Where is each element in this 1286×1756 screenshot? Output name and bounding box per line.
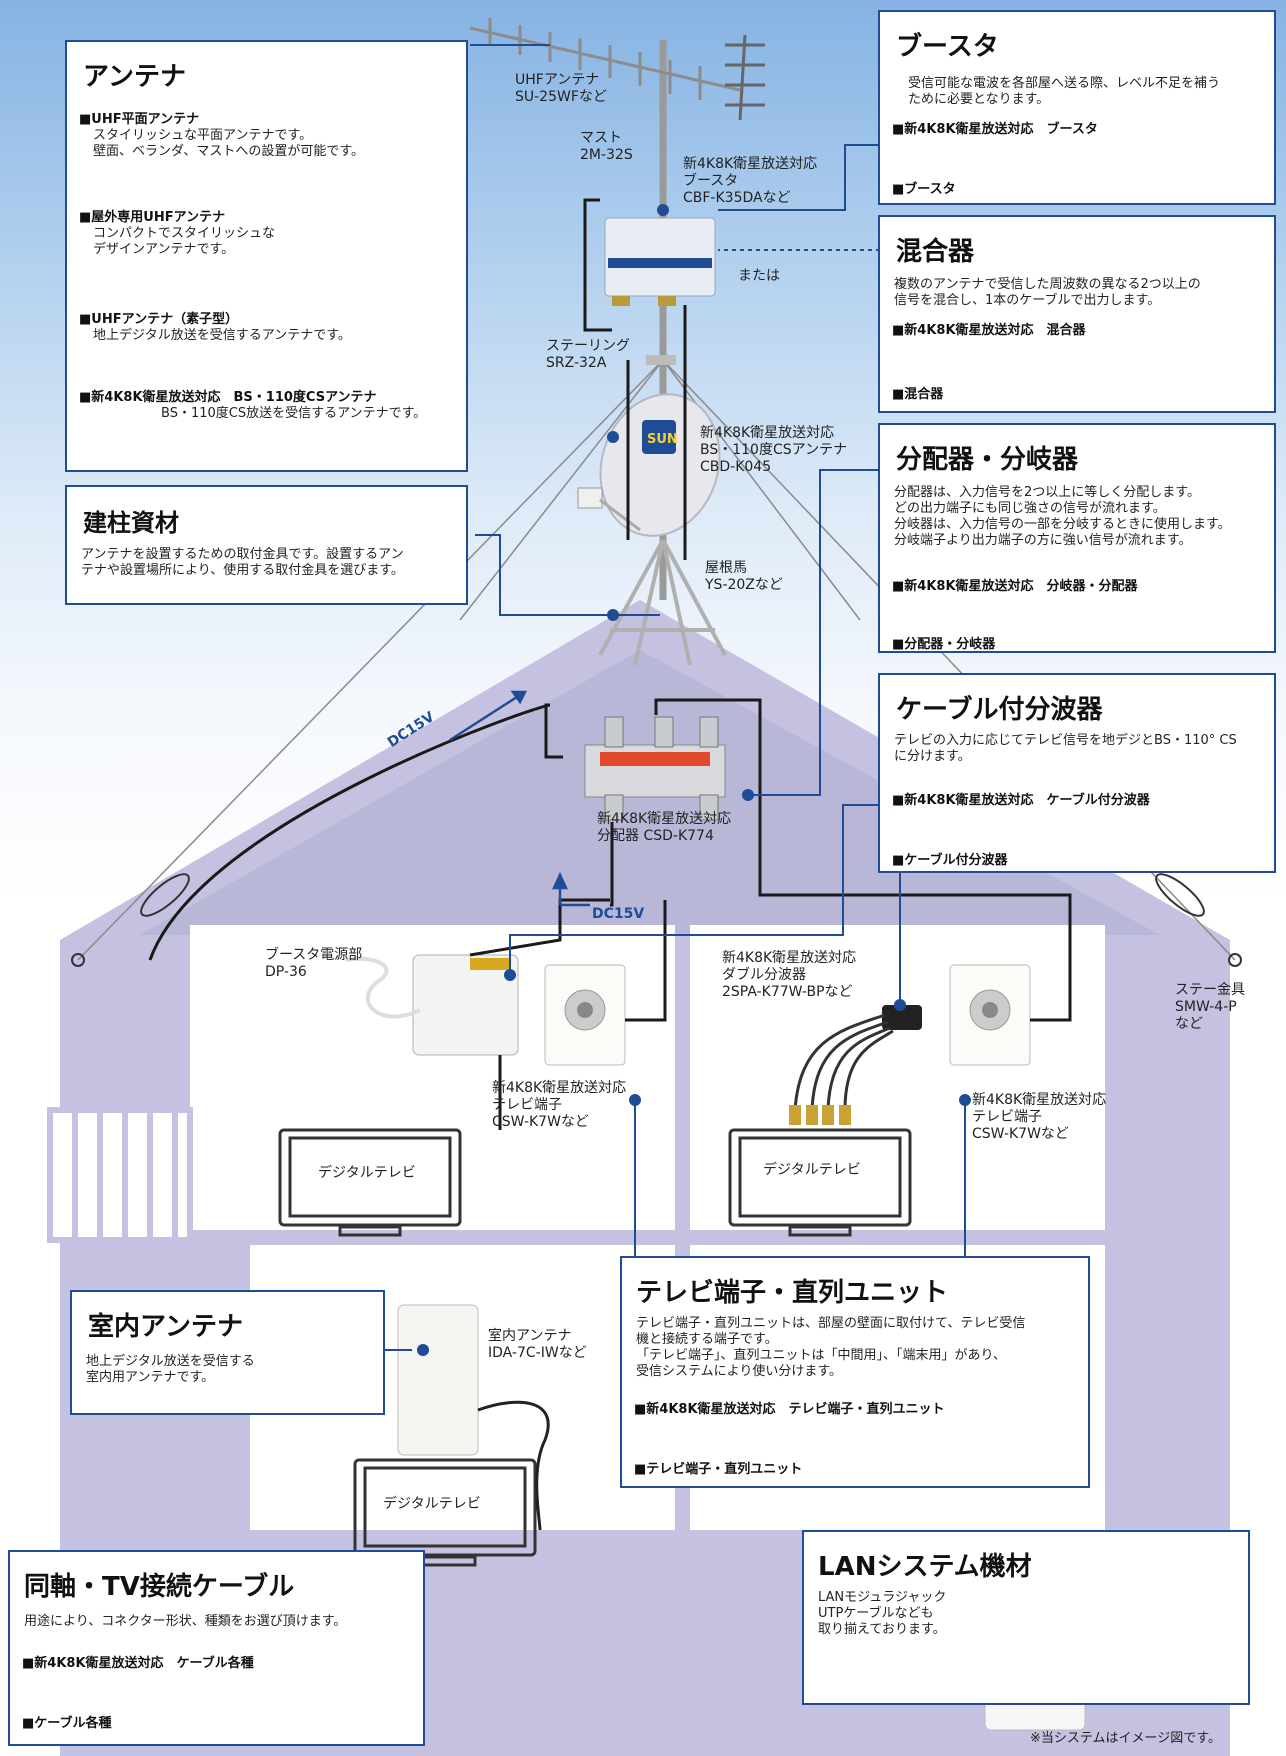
link-mixer[interactable]: ■混合器 [892, 387, 944, 402]
label-or: または [738, 268, 780, 284]
link-terminal-4k8k[interactable]: ■新4K8K衛星放送対応 テレビ端子・直列ユニット [634, 1402, 945, 1417]
label-mast: マスト 2M-32S [580, 130, 633, 163]
uhf-yagi-antenna-icon [469, 18, 741, 100]
lan-title: LANシステム機材 [818, 1552, 1032, 1582]
tv-terminal-right-icon [949, 964, 1031, 1066]
label-indoor-antenna-unit: 室内アンテナ IDA-7C-IWなど [488, 1328, 587, 1361]
link-distributor-4k8k[interactable]: ■新4K8K衛星放送対応 分岐器・分配器 [892, 579, 1138, 594]
indoor-antenna-title: 室内アンテナ [88, 1312, 243, 1342]
mast-materials-title: 建柱資材 [83, 509, 179, 537]
label-bs-antenna: 新4K8K衛星放送対応 BS・110度CSアンテナ CBD-K045 [700, 425, 848, 475]
tv-3-icon [353, 1458, 537, 1567]
link-cable[interactable]: ■ケーブル各種 [22, 1716, 112, 1731]
tv-terminal-left-icon [544, 964, 626, 1066]
distributor-title: 分配器・分岐器 [896, 445, 1079, 475]
distributor-desc: 分配器は、入力信号を2つ以上に等しく分配します。 どの出力端子にも同じ強さの信号… [894, 485, 1231, 548]
splitter-box: ケーブル付分波器 テレビの入力に応じてテレビ信号を地デジとBS・110° CS … [878, 673, 1276, 873]
antenna-title: アンテナ [83, 62, 186, 92]
link-booster-4k8k[interactable]: ■新4K8K衛星放送対応 ブースタ [892, 122, 1098, 137]
label-dc-attic: DC15V [592, 906, 645, 922]
svg-text:SUN: SUN [647, 432, 678, 447]
mast-materials-box: 建柱資材 アンテナを設置するための取付金具です。設置するアン テナや設置場所によ… [65, 485, 468, 605]
cable-title: 同軸・TV接続ケーブル [24, 1572, 295, 1602]
link-splitter-4k8k[interactable]: ■新4K8K衛星放送対応 ケーブル付分波器 [892, 793, 1150, 808]
indoor-antenna-box: 室内アンテナ 地上デジタル放送を受信する 室内用アンテナです。 [70, 1290, 385, 1415]
label-booster-power: ブースタ電源部 DP-36 [265, 947, 363, 980]
double-splitter-icon [789, 1005, 922, 1125]
label-distributor-unit: 新4K8K衛星放送対応 分配器 CSD-K774 [597, 811, 732, 844]
cable-box: 同軸・TV接続ケーブル 用途により、コネクター形状、種類をお選び頂けます。 ■新… [8, 1550, 425, 1746]
link-bs-cs-antenna[interactable]: ■新4K8K衛星放送対応 BS・110度CSアンテナ [79, 390, 377, 405]
lan-desc: LANモジュラジャック UTPケーブルなども 取り揃えております。 [818, 1590, 947, 1637]
terminal-title: テレビ端子・直列ユニット [636, 1278, 949, 1308]
label-uhf-antenna: UHFアンテナ SU-25WFなど [515, 72, 607, 105]
mast-materials-desc: アンテナを設置するための取付金具です。設置するアン テナや設置場所により、使用す… [81, 547, 404, 578]
link-outdoor-uhf-antenna[interactable]: ■屋外専用UHFアンテナ [79, 210, 226, 225]
link-uhf-flat-antenna[interactable]: ■UHF平面アンテナ [79, 112, 200, 127]
booster-title: ブースタ [896, 32, 999, 62]
splitter-desc: テレビの入力に応じてテレビ信号を地デジとBS・110° CS に分けます。 [894, 733, 1237, 764]
indoor-antenna-icon [397, 1304, 479, 1456]
label-stay-fitting: ステー金具 SMW-4-P など [1175, 982, 1245, 1032]
booster-unit-icon [604, 217, 716, 297]
antenna-box: アンテナ ■UHF平面アンテナ スタイリッシュな平面アンテナです。 壁面、ベラン… [65, 40, 468, 472]
roof-mount [598, 539, 727, 666]
booster-power-icon [412, 954, 519, 1056]
link-mixer-4k8k[interactable]: ■新4K8K衛星放送対応 混合器 [892, 323, 1086, 338]
label-tv-terminal-1: 新4K8K衛星放送対応 テレビ端子 CSW-K7Wなど [492, 1080, 627, 1130]
bs-cs-antenna-desc: BS・110度CS放送を受信するアンテナです。 [161, 406, 427, 421]
bs-dish-antenna-icon [599, 393, 721, 537]
note: ※当システムはイメージ図です。 [1030, 1731, 1221, 1746]
mixer-title: 混合器 [896, 237, 975, 267]
mixer-box: 混合器 複数のアンテナで受信した周波数の異なる2つ以上の 信号を混合し、1本のケ… [878, 215, 1276, 413]
outdoor-uhf-antenna-desc: コンパクトでスタイリッシュな デザインアンテナです。 [93, 226, 276, 257]
indoor-antenna-desc: 地上デジタル放送を受信する 室内用アンテナです。 [86, 1354, 255, 1385]
label-roof-mount: 屋根馬 YS-20Zなど [705, 560, 783, 593]
label-stay-ring: ステーリング SRZ-32A [546, 338, 630, 371]
link-booster[interactable]: ■ブースタ [892, 182, 956, 197]
uhf-antenna-element-desc: 地上デジタル放送を受信するアンテナです。 [93, 328, 351, 343]
coax-cables [148, 198, 1072, 1130]
link-distributor[interactable]: ■分配器・分岐器 [892, 637, 996, 652]
label-splitter-unit: 新4K8K衛星放送対応 ダブル分波器 2SPA-K77W-BPなど [722, 950, 857, 1000]
splitter-title: ケーブル付分波器 [896, 695, 1103, 725]
tv-3-label: デジタルテレビ [383, 1496, 481, 1512]
tv-1-label: デジタルテレビ [318, 1165, 416, 1181]
tv-2-icon [728, 1128, 912, 1237]
link-cable-4k8k[interactable]: ■新4K8K衛星放送対応 ケーブル各種 [22, 1656, 254, 1671]
label-tv-terminal-2: 新4K8K衛星放送対応 テレビ端子 CSW-K7Wなど [972, 1092, 1107, 1142]
link-splitter[interactable]: ■ケーブル付分波器 [892, 853, 1008, 868]
label-booster-unit: 新4K8K衛星放送対応 ブースタ CBF-K35DAなど [683, 156, 818, 206]
cable-desc: 用途により、コネクター形状、種類をお選び頂けます。 [24, 1614, 347, 1629]
uhf-antenna-2-icon [725, 34, 765, 121]
lan-box: LANシステム機材 LANモジュラジャック UTPケーブルなども 取り揃えており… [802, 1530, 1250, 1705]
room-right-upper [690, 925, 1105, 1230]
uhf-flat-antenna-desc: スタイリッシュな平面アンテナです。 壁面、ベランダ、マストへの設置が可能です。 [93, 128, 365, 159]
link-uhf-antenna-element[interactable]: ■UHFアンテナ（素子型） [79, 312, 239, 327]
mixer-desc: 複数のアンテナで受信した周波数の異なる2つ以上の 信号を混合し、1本のケーブルで… [894, 277, 1201, 308]
tv-1-icon [278, 1128, 462, 1237]
booster-desc: 受信可能な電波を各部屋へ送る際、レベル不足を補う ために必要となります。 [908, 76, 1221, 107]
terminal-box: テレビ端子・直列ユニット テレビ端子・直列ユニットは、部屋の壁面に取付けて、テレ… [620, 1256, 1090, 1488]
link-terminal[interactable]: ■テレビ端子・直列ユニット [634, 1462, 803, 1477]
balcony [47, 1107, 193, 1243]
terminal-desc: テレビ端子・直列ユニットは、部屋の壁面に取付けて、テレビ受信 機と接続する端子で… [636, 1316, 1026, 1379]
callout-lines [385, 44, 971, 1356]
tv-2-label: デジタルテレビ [763, 1162, 861, 1178]
distributor-box: 分配器・分岐器 分配器は、入力信号を2つ以上に等しく分配します。 どの出力端子に… [878, 423, 1276, 653]
booster-box: ブースタ 受信可能な電波を各部屋へ送る際、レベル不足を補う ために必要となります… [878, 10, 1276, 205]
